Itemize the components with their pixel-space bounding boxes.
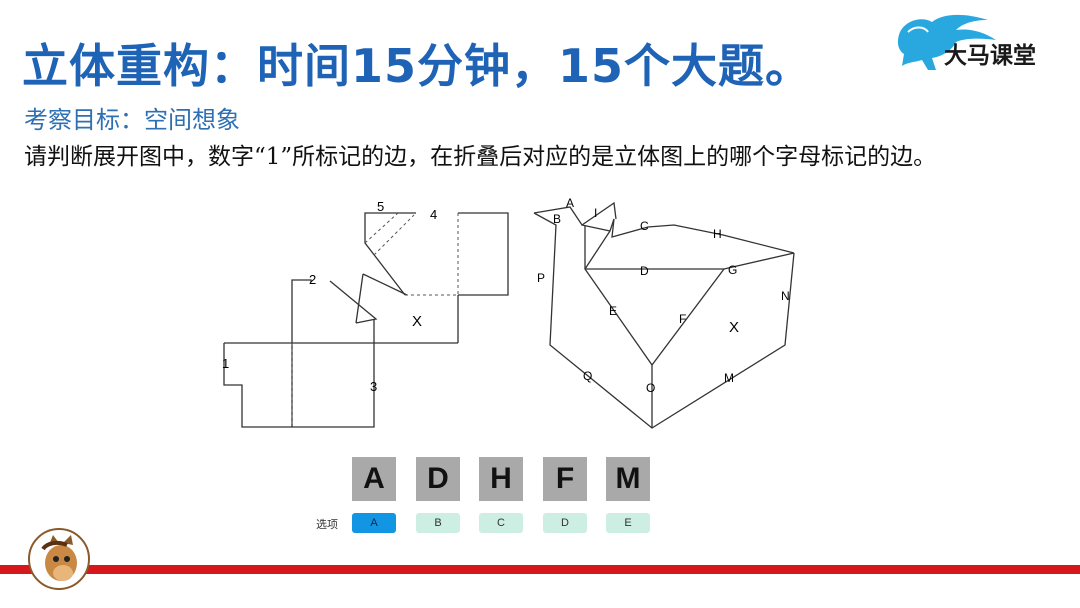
question-text: 请判断展开图中，数字“1”所标记的边，在折叠后对应的是立体图上的哪个字母标记的边… [24,144,937,170]
net-label-4: 4 [430,207,438,222]
solid-label-n: N [781,289,790,303]
page-subtitle: 考察目标：空间想象 [24,106,240,134]
net-label-x: X [412,313,423,330]
option-button-b[interactable]: B [416,513,460,533]
solid-label-b: B [553,212,562,226]
option-button-c[interactable]: C [479,513,523,533]
solid-label-x: X [729,319,740,336]
brand-logo: 大马课堂 [892,10,1062,72]
solid-label-a: A [566,196,575,210]
answer-tile-h: H [479,457,523,501]
solid-label-p: P [537,271,546,285]
brand-name: 大马课堂 [944,42,1036,69]
cartoon-horse-icon [28,528,90,590]
solid-label-m: M [724,371,734,385]
solid-label-o: O [646,381,656,395]
mascot-badge [23,527,95,591]
options-caption: 选项 [316,518,338,531]
option-button-a[interactable]: A [352,513,396,533]
figure-labels: 5 4 2 X 1 3 A B I C H D G P N E F X Q O … [208,195,804,545]
solid-label-c: C [640,219,649,233]
solid-label-q: Q [583,369,593,383]
net-label-2: 2 [309,272,317,287]
solid-label-e: E [609,304,618,318]
horse-logo-icon [897,14,996,70]
net-outline [223,212,509,428]
net-label-1: 1 [222,356,230,371]
option-button-e[interactable]: E [606,513,650,533]
answer-tile-f: F [543,457,587,501]
solid-label-d: D [640,264,649,278]
solid-outline [533,201,795,429]
answer-tile-m: M [606,457,650,501]
figure-canvas [223,201,795,429]
page-title: 立体重构：时间15分钟，15个大题。 [22,39,813,93]
solid-label-i: I [594,206,598,220]
solid-label-g: G [728,263,738,277]
answer-tile-d: D [416,457,460,501]
solid-label-h: H [713,227,722,241]
net-label-5: 5 [377,199,385,214]
footer-bar [0,565,1080,574]
option-button-d[interactable]: D [543,513,587,533]
answer-tile-a: A [352,457,396,501]
net-fold-lines [291,212,459,427]
solid-label-f: F [679,312,687,326]
net-label-3: 3 [370,379,378,394]
